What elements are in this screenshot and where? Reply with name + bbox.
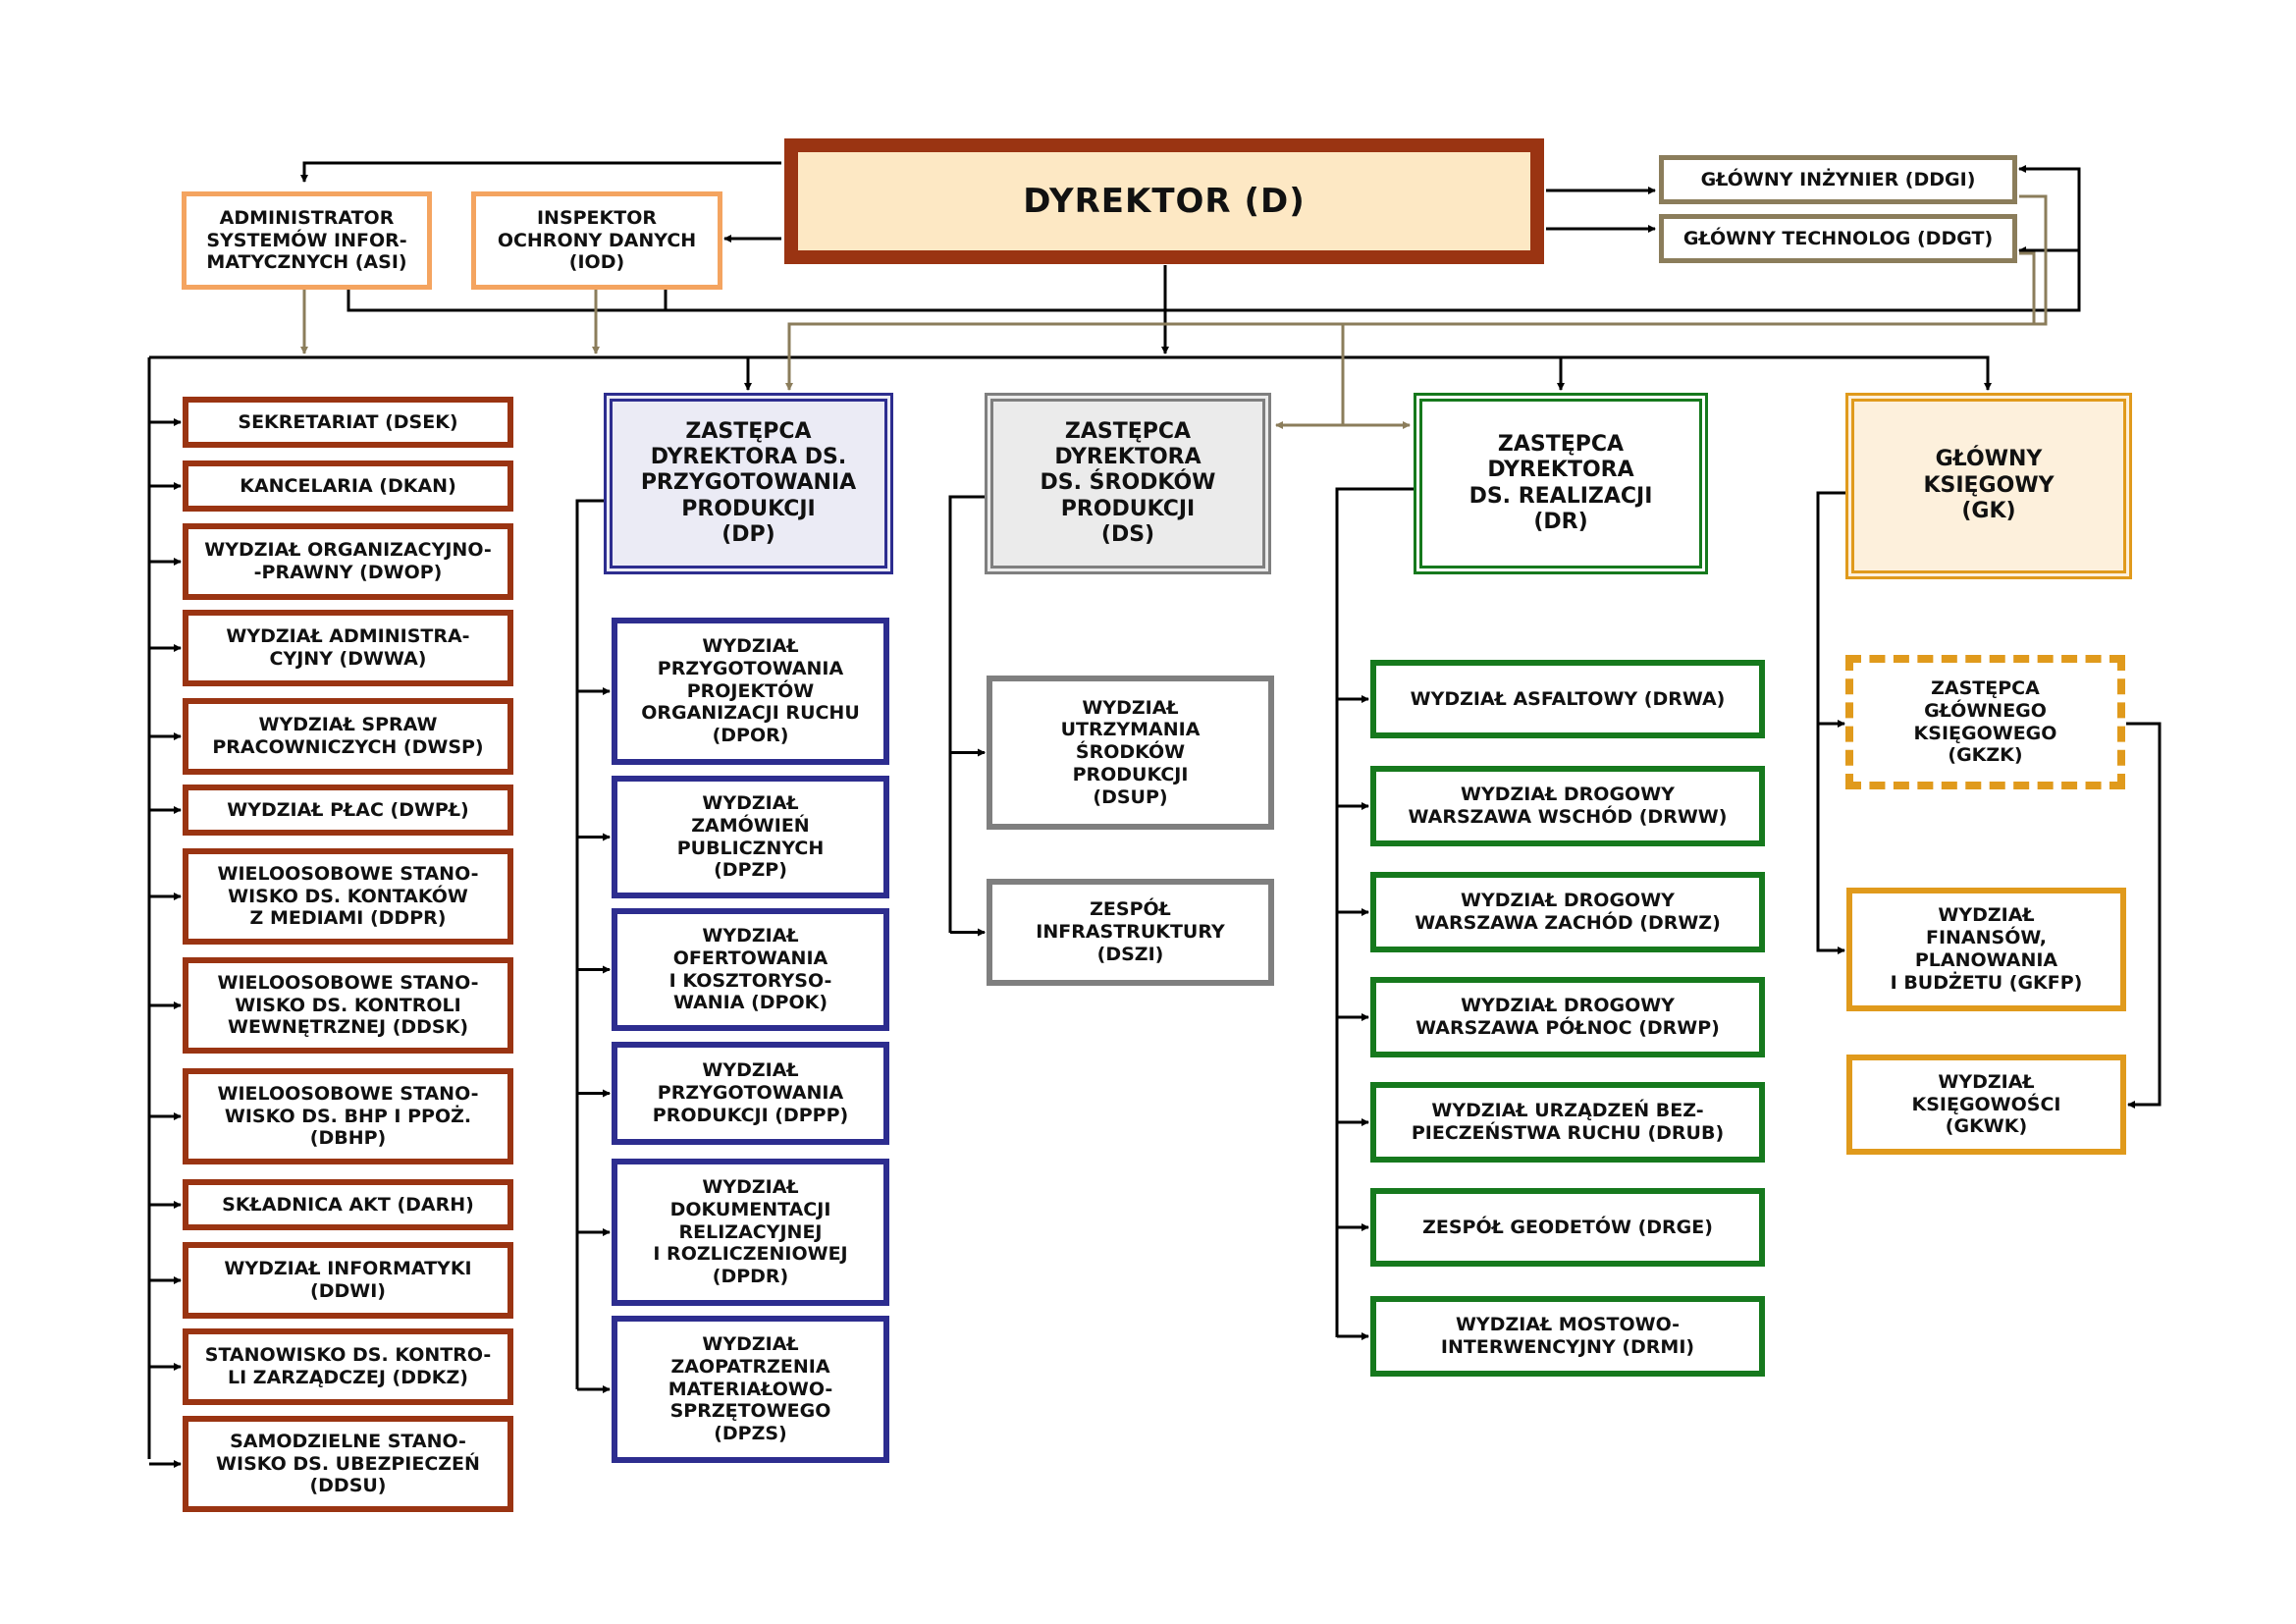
iod-box: INSPEKTOR OCHRONY DANYCH (IOD)	[471, 191, 722, 290]
ddgi-label: GŁÓWNY INŻYNIER (DDGI)	[1700, 168, 1976, 190]
direct-unit-label: WIELOOSOBOWE STANO- WISKO DS. KONTROLI W…	[217, 971, 479, 1039]
dp-unit-label: WYDZIAŁ ZAOPATRZENIA MATERIAŁOWO- SPRZĘT…	[667, 1333, 833, 1445]
direct-unit-box: WIELOOSOBOWE STANO- WISKO DS. KONTROLI W…	[183, 957, 513, 1054]
direct-unit-label: KANCELARIA (DKAN)	[240, 474, 456, 497]
dr-unit-box: WYDZIAŁ URZĄDZEŃ BEZ- PIECZEŃSTWA RUCHU …	[1370, 1082, 1765, 1163]
direct-unit-label: SEKRETARIAT (DSEK)	[238, 410, 458, 433]
gkfp-label: WYDZIAŁ FINANSÓW, PLANOWANIA I BUDŻETU (…	[1890, 904, 2083, 994]
dp-unit-label: WYDZIAŁ ZAMÓWIEŃ PUBLICZNYCH (DPZP)	[676, 791, 825, 882]
direct-unit-label: SAMODZIELNE STANO- WISKO DS. UBEZPIECZEŃ…	[216, 1430, 480, 1497]
direct-unit-label: WYDZIAŁ INFORMATYKI (DDWI)	[224, 1258, 472, 1302]
asi-box: ADMINISTRATOR SYSTEMÓW INFOR- MATYCZNYCH…	[182, 191, 432, 290]
direct-unit-label: WYDZIAŁ PŁAC (DWPŁ)	[227, 798, 469, 821]
dr-box: ZASTĘPCA DYREKTORA DS. REALIZACJI (DR)	[1414, 393, 1708, 574]
dp-unit-label: WYDZIAŁ DOKUMENTACJI RELIZACYJNEJ I ROZL…	[653, 1176, 848, 1288]
dr-unit-label: WYDZIAŁ MOSTOWO- INTERWENCYJNY (DRMI)	[1440, 1314, 1695, 1358]
dr-unit-label: WYDZIAŁ DROGOWY WARSZAWA ZACHÓD (DRWZ)	[1415, 890, 1721, 934]
direct-unit-box: WYDZIAŁ PŁAC (DWPŁ)	[183, 785, 513, 836]
gk-label: GŁÓWNY KSIĘGOWY (GK)	[1923, 447, 2055, 524]
dr-unit-box: WYDZIAŁ DROGOWY WARSZAWA ZACHÓD (DRWZ)	[1370, 872, 1765, 952]
ds-label: ZASTĘPCA DYREKTORA DS. ŚRODKÓW PRODUKCJI…	[1040, 418, 1216, 548]
direct-unit-box: WYDZIAŁ SPRAW PRACOWNICZYCH (DWSP)	[183, 698, 513, 775]
dp-unit-label: WYDZIAŁ PRZYGOTOWANIA PROJEKTÓW ORGANIZA…	[641, 635, 860, 747]
ds-unit-label: ZESPÓŁ INFRASTRUKTURY (DSZI)	[1036, 898, 1225, 965]
direct-unit-label: WIELOOSOBOWE STANO- WISKO DS. KONTAKÓW Z…	[217, 862, 479, 930]
dp-unit-box: WYDZIAŁ PRZYGOTOWANIA PROJEKTÓW ORGANIZA…	[612, 618, 889, 765]
dr-unit-label: WYDZIAŁ DROGOWY WARSZAWA PÓŁNOC (DRWP)	[1415, 995, 1720, 1039]
direct-unit-box: SKŁADNICA AKT (DARH)	[183, 1179, 513, 1230]
dp-unit-label: WYDZIAŁ OFERTOWANIA I KOSZTORYSO- WANIA …	[668, 924, 832, 1014]
dp-unit-box: WYDZIAŁ OFERTOWANIA I KOSZTORYSO- WANIA …	[612, 908, 889, 1031]
direct-unit-box: WYDZIAŁ INFORMATYKI (DDWI)	[183, 1242, 513, 1319]
direct-unit-box: WYDZIAŁ ORGANIZACYJNO- -PRAWNY (DWOP)	[183, 523, 513, 600]
ds-unit-box: ZESPÓŁ INFRASTRUKTURY (DSZI)	[987, 879, 1274, 986]
direct-unit-label: WYDZIAŁ ORGANIZACYJNO- -PRAWNY (DWOP)	[204, 539, 492, 583]
dp-unit-box: WYDZIAŁ ZAMÓWIEŃ PUBLICZNYCH (DPZP)	[612, 776, 889, 898]
ddgt-box: GŁÓWNY TECHNOLOG (DDGT)	[1659, 214, 2017, 263]
gkfp-box: WYDZIAŁ FINANSÓW, PLANOWANIA I BUDŻETU (…	[1846, 888, 2126, 1011]
dr-unit-label: WYDZIAŁ ASFALTOWY (DRWA)	[1410, 687, 1726, 710]
direct-unit-box: WYDZIAŁ ADMINISTRA- CYJNY (DWWA)	[183, 610, 513, 686]
dp-unit-box: WYDZIAŁ ZAOPATRZENIA MATERIAŁOWO- SPRZĘT…	[612, 1316, 889, 1463]
direct-unit-label: WIELOOSOBOWE STANO- WISKO DS. BHP I PPOŻ…	[217, 1082, 479, 1150]
direct-unit-label: WYDZIAŁ SPRAW PRACOWNICZYCH (DWSP)	[212, 714, 484, 758]
dr-unit-box: WYDZIAŁ MOSTOWO- INTERWENCYJNY (DRMI)	[1370, 1296, 1765, 1377]
ddgt-label: GŁÓWNY TECHNOLOG (DDGT)	[1682, 227, 1994, 249]
ds-box: ZASTĘPCA DYREKTORA DS. ŚRODKÓW PRODUKCJI…	[985, 393, 1271, 574]
dp-label: ZASTĘPCA DYREKTORA DS. PRZYGOTOWANIA PRO…	[640, 418, 857, 548]
ds-unit-box: WYDZIAŁ UTRZYMANIA ŚRODKÓW PRODUKCJI (DS…	[987, 676, 1274, 830]
direct-unit-box: SAMODZIELNE STANO- WISKO DS. UBEZPIECZEŃ…	[183, 1416, 513, 1512]
dr-unit-label: WYDZIAŁ DROGOWY WARSZAWA WSCHÓD (DRWW)	[1408, 784, 1728, 828]
gkzk-box: ZASTĘPCA GŁÓWNEGO KSIĘGOWEGO (GKZK)	[1845, 655, 2125, 789]
direct-unit-box: KANCELARIA (DKAN)	[183, 460, 513, 512]
dp-unit-box: WYDZIAŁ DOKUMENTACJI RELIZACYJNEJ I ROZL…	[612, 1159, 889, 1306]
gkwk-label: WYDZIAŁ KSIĘGOWOŚCI (GKWK)	[1911, 1070, 2061, 1138]
ds-unit-label: WYDZIAŁ UTRZYMANIA ŚRODKÓW PRODUKCJI (DS…	[1060, 696, 1201, 808]
asi-label: ADMINISTRATOR SYSTEMÓW INFOR- MATYCZNYCH…	[206, 206, 407, 274]
gkzk-label: ZASTĘPCA GŁÓWNEGO KSIĘGOWEGO (GKZK)	[1913, 677, 2057, 767]
direct-unit-label: WYDZIAŁ ADMINISTRA- CYJNY (DWWA)	[226, 625, 470, 670]
direct-unit-box: WIELOOSOBOWE STANO- WISKO DS. KONTAKÓW Z…	[183, 848, 513, 945]
dr-unit-box: WYDZIAŁ DROGOWY WARSZAWA PÓŁNOC (DRWP)	[1370, 977, 1765, 1057]
direct-unit-label: STANOWISKO DS. KONTRO- LI ZARZĄDCZEJ (DD…	[204, 1344, 492, 1388]
dr-label: ZASTĘPCA DYREKTORA DS. REALIZACJI (DR)	[1468, 431, 1653, 534]
dr-unit-box: WYDZIAŁ ASFALTOWY (DRWA)	[1370, 660, 1765, 738]
dp-unit-box: WYDZIAŁ PRZYGOTOWANIA PRODUKCJI (DPPP)	[612, 1042, 889, 1145]
dp-box: ZASTĘPCA DYREKTORA DS. PRZYGOTOWANIA PRO…	[604, 393, 893, 574]
dp-unit-label: WYDZIAŁ PRZYGOTOWANIA PRODUKCJI (DPPP)	[652, 1059, 849, 1126]
gk-box: GŁÓWNY KSIĘGOWY (GK)	[1845, 393, 2132, 579]
dr-unit-box: ZESPÓŁ GEODETÓW (DRGE)	[1370, 1188, 1765, 1267]
direct-unit-box: WIELOOSOBOWE STANO- WISKO DS. BHP I PPOŻ…	[183, 1068, 513, 1164]
director-label: DYREKTOR (D)	[1023, 181, 1306, 221]
iod-label: INSPEKTOR OCHRONY DANYCH (IOD)	[497, 206, 697, 274]
dr-unit-label: WYDZIAŁ URZĄDZEŃ BEZ- PIECZEŃSTWA RUCHU …	[1411, 1100, 1725, 1144]
gkwk-box: WYDZIAŁ KSIĘGOWOŚCI (GKWK)	[1846, 1055, 2126, 1155]
ddgi-box: GŁÓWNY INŻYNIER (DDGI)	[1659, 155, 2017, 204]
director-box: DYREKTOR (D)	[784, 138, 1544, 264]
direct-unit-box: STANOWISKO DS. KONTRO- LI ZARZĄDCZEJ (DD…	[183, 1328, 513, 1405]
direct-unit-label: SKŁADNICA AKT (DARH)	[222, 1193, 474, 1216]
direct-unit-box: SEKRETARIAT (DSEK)	[183, 397, 513, 448]
dr-unit-box: WYDZIAŁ DROGOWY WARSZAWA WSCHÓD (DRWW)	[1370, 766, 1765, 846]
dr-unit-label: ZESPÓŁ GEODETÓW (DRGE)	[1422, 1216, 1713, 1238]
